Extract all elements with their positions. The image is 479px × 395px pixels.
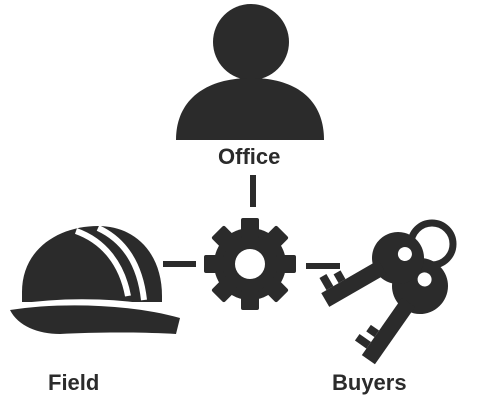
field-label: Field [48,370,100,395]
hard-hat-icon [10,225,180,334]
person-icon [176,4,324,140]
gear-icon [204,218,296,310]
office-label: Office [218,144,281,169]
buyers-label: Buyers [332,370,407,395]
keys-icon [319,219,457,365]
connectors [163,175,340,269]
